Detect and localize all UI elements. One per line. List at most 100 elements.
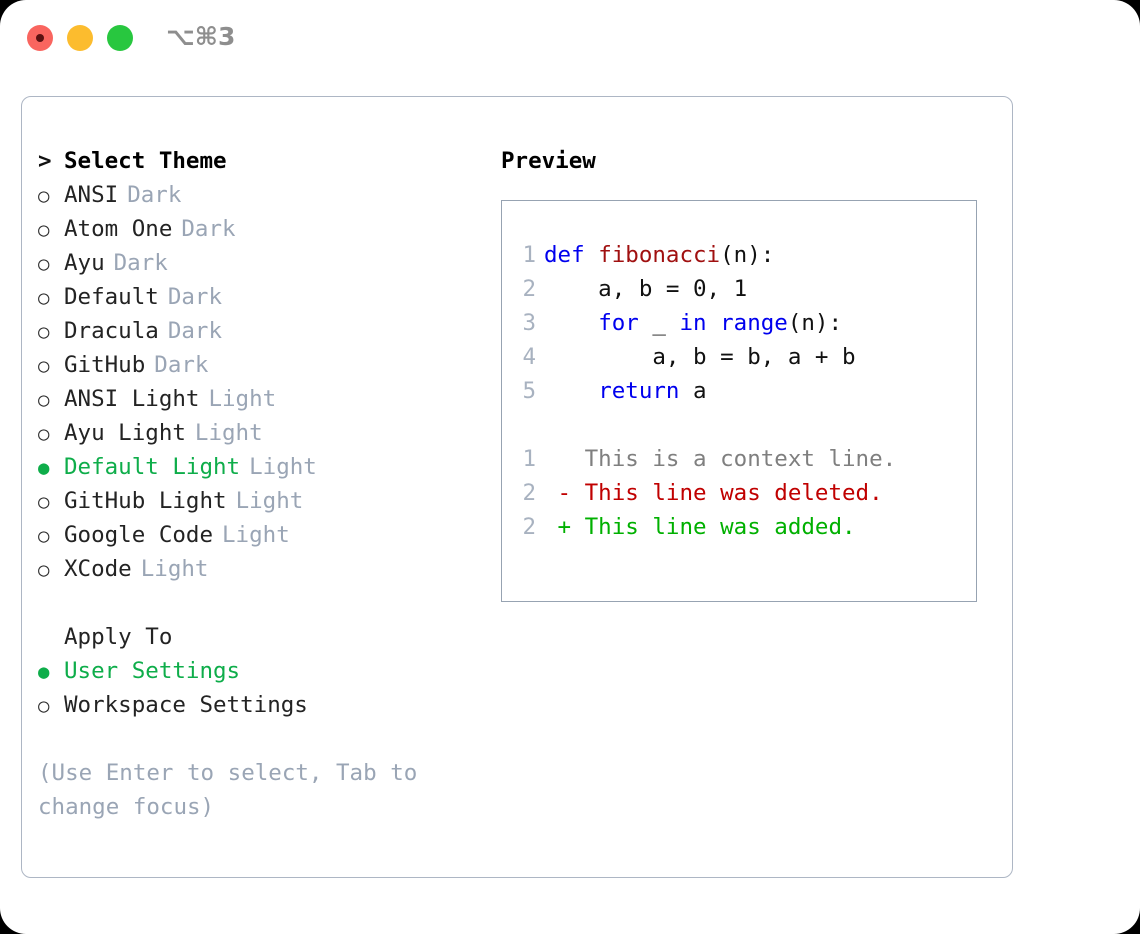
code-token-plain — [544, 310, 598, 336]
theme-picker-panel: > Select Theme ○ ANSI Dark ○ Atom One Da… — [21, 96, 1013, 878]
minimize-button[interactable] — [67, 25, 93, 51]
theme-item-github-light[interactable]: ○ GitHub Light Light — [38, 488, 478, 522]
theme-item-ansi-light[interactable]: ○ ANSI Light Light — [38, 386, 478, 420]
theme-item-default-light[interactable]: ● Default Light Light — [38, 454, 478, 488]
code-token-plain: a, b = 0, 1 — [544, 276, 748, 302]
theme-variant-tag: Dark — [154, 352, 209, 378]
radio-icon[interactable]: ○ — [38, 321, 50, 343]
theme-item-atom-one-dark[interactable]: ○ Atom One Dark — [38, 216, 478, 250]
code-line: 1 def fibonacci(n): — [502, 242, 976, 276]
theme-name: Default — [64, 284, 159, 310]
theme-item-google-code[interactable]: ○ Google Code Light — [38, 522, 478, 556]
section-spacer — [38, 590, 478, 624]
keyboard-hint-text: (Use Enter to select, Tab to change focu… — [38, 760, 418, 820]
diff-line-deleted: 2 - This line was deleted. — [502, 480, 976, 514]
line-number: 2 — [522, 480, 536, 506]
theme-item-dracula-dark[interactable]: ○ Dracula Dark — [38, 318, 478, 352]
preview-box: 1 def fibonacci(n): 2 a, b = 0, 1 3 for … — [501, 200, 977, 602]
radio-icon[interactable]: ○ — [38, 389, 50, 411]
theme-item-xcode[interactable]: ○ XCode Light — [38, 556, 478, 590]
theme-item-github-dark[interactable]: ○ GitHub Dark — [38, 352, 478, 386]
code-line: 2 a, b = 0, 1 — [502, 276, 976, 310]
apply-to-header: . Apply To — [38, 624, 478, 658]
keyboard-shortcut-label: ⌥⌘3 — [166, 22, 236, 51]
code-token-keyword: in — [679, 310, 707, 336]
diff-line-context: 1 This is a context line. — [502, 446, 976, 480]
theme-variant-tag: Light — [140, 556, 209, 582]
radio-icon[interactable]: ○ — [38, 219, 50, 241]
code-line: 4 a, b = b, a + b — [502, 344, 976, 378]
code-line: 3 for _ in range(n): — [502, 310, 976, 344]
apply-to-title: Apply To — [64, 624, 173, 650]
theme-variant-tag: Dark — [181, 216, 236, 242]
code-token-function: fibonacci — [598, 242, 721, 268]
apply-to-option-workspace-settings[interactable]: ○ Workspace Settings — [38, 692, 478, 726]
code-token-plain — [544, 378, 598, 404]
diff-context-text: This is a context line. — [544, 446, 897, 472]
radio-icon[interactable]: ○ — [38, 185, 50, 207]
theme-variant-tag: Dark — [167, 318, 223, 344]
diff-line-added: 2 + This line was added. — [502, 514, 976, 548]
code-token-plain — [707, 310, 721, 336]
theme-name: Atom One — [64, 216, 173, 242]
theme-variant-tag: Light — [208, 386, 277, 412]
zoom-button[interactable] — [107, 25, 133, 51]
apply-to-option-label: Workspace Settings — [64, 692, 308, 718]
line-number: 1 — [522, 446, 536, 472]
theme-variant-tag: Light — [194, 420, 263, 446]
select-theme-title: Select Theme — [64, 148, 227, 174]
theme-variant-tag: Dark — [167, 284, 223, 310]
radio-icon[interactable]: ○ — [38, 695, 50, 717]
theme-item-default-dark[interactable]: ○ Default Dark — [38, 284, 478, 318]
theme-variant-tag: Light — [222, 522, 290, 548]
theme-name: Default Light — [64, 454, 241, 480]
theme-name: XCode — [64, 556, 132, 582]
spacer-icon: . — [38, 626, 64, 649]
radio-icon[interactable]: ○ — [38, 355, 50, 377]
code-token-keyword: def — [544, 242, 599, 268]
theme-item-ayu-dark[interactable]: ○ Ayu Dark — [38, 250, 478, 284]
line-number: 5 — [522, 378, 536, 404]
code-line: 5 return a — [502, 378, 976, 412]
line-number: 1 — [522, 242, 536, 268]
theme-variant-tag: Dark — [127, 182, 182, 208]
radio-icon[interactable]: ○ — [38, 423, 50, 445]
theme-selector-column: > Select Theme ○ ANSI Dark ○ Atom One Da… — [38, 148, 478, 824]
radio-icon[interactable]: ○ — [38, 525, 50, 547]
line-number: 4 — [522, 344, 536, 370]
theme-item-ayu-light[interactable]: ○ Ayu Light Light — [38, 420, 478, 454]
select-theme-header: > Select Theme — [38, 148, 478, 182]
title-bar: ⌥⌘3 — [0, 0, 1140, 78]
radio-icon[interactable]: ○ — [38, 491, 50, 513]
code-token-plain: (n): — [720, 242, 775, 268]
radio-icon-selected[interactable]: ● — [38, 457, 50, 479]
code-token-builtin: range — [720, 310, 788, 336]
code-token-keyword: for — [598, 310, 639, 336]
preview-title: Preview — [501, 148, 596, 174]
code-token-plain: _ — [638, 310, 680, 336]
code-token-plain: a — [679, 378, 707, 404]
apply-to-option-user-settings[interactable]: ● User Settings — [38, 658, 478, 692]
theme-name: Google Code — [64, 522, 214, 548]
theme-name: ANSI — [64, 182, 119, 208]
theme-item-ansi-dark[interactable]: ○ ANSI Dark — [38, 182, 478, 216]
theme-variant-tag: Light — [249, 454, 317, 480]
radio-icon[interactable]: ○ — [38, 287, 50, 309]
window-controls — [27, 25, 133, 51]
radio-icon[interactable]: ○ — [38, 253, 50, 275]
theme-name: Ayu Light — [64, 420, 186, 446]
theme-name: Dracula — [64, 318, 159, 344]
line-number: 2 — [522, 514, 536, 540]
code-blank-line — [502, 412, 976, 446]
caret-icon: > — [38, 148, 52, 174]
theme-name: GitHub Light — [64, 488, 227, 514]
radio-icon-selected[interactable]: ● — [38, 661, 50, 683]
theme-name: Ayu — [64, 250, 105, 276]
close-button[interactable] — [27, 25, 53, 51]
line-number: 3 — [522, 310, 536, 336]
radio-icon[interactable]: ○ — [38, 559, 50, 581]
apply-to-option-label: User Settings — [64, 658, 241, 684]
diff-added-text: + This line was added. — [544, 514, 856, 540]
line-number: 2 — [522, 276, 536, 302]
